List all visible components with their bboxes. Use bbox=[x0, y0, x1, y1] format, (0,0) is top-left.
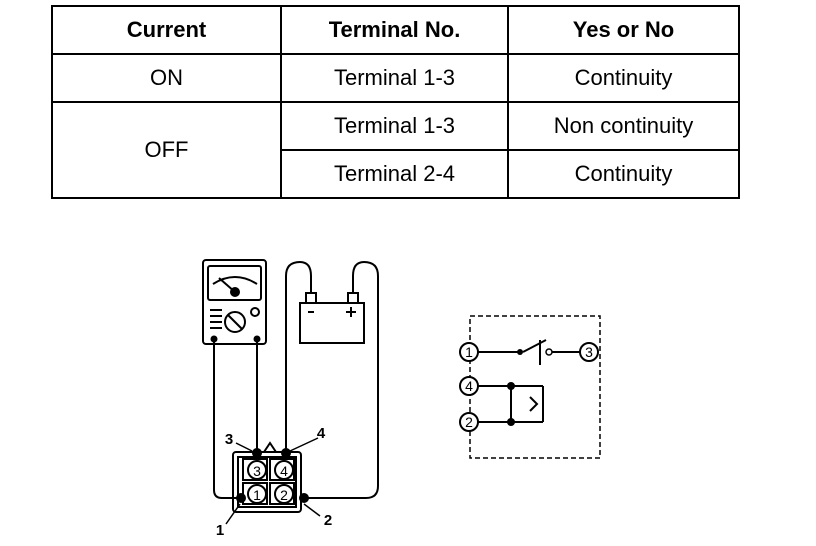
cell-current: OFF bbox=[51, 101, 282, 199]
table-row: OFF Terminal 1-3 Non continuity bbox=[51, 101, 740, 199]
switch-connector-icon bbox=[232, 441, 302, 513]
schematic-terminal-3-marker bbox=[579, 342, 599, 362]
schematic-terminal-4: 4 bbox=[465, 378, 473, 394]
connector-cell-1: 1 bbox=[253, 487, 261, 503]
cell-terminal: Terminal 1-3 bbox=[280, 53, 509, 103]
callout-terminal-2: 2 bbox=[324, 512, 332, 529]
cell-result: Non continuity bbox=[507, 101, 740, 151]
header-current: Current bbox=[51, 5, 282, 55]
cell-terminal: Terminal 2-4 bbox=[280, 149, 509, 199]
switch-schematic bbox=[459, 315, 601, 459]
schematic-terminal-4-marker bbox=[459, 376, 479, 396]
schematic-terminal-1-marker bbox=[459, 342, 479, 362]
cell-terminal: Terminal 1-3 bbox=[280, 101, 509, 151]
battery-icon bbox=[299, 292, 365, 344]
table-row: ON Terminal 1-3 Continuity bbox=[51, 53, 740, 103]
cell-result: Continuity bbox=[507, 53, 740, 103]
schematic-terminal-1: 1 bbox=[465, 344, 473, 360]
ohmmeter-icon bbox=[202, 259, 267, 345]
connector-cell-4: 4 bbox=[280, 463, 288, 479]
wiring-leads bbox=[213, 260, 379, 499]
table-row: Terminal 2-4 Continuity bbox=[52, 149, 740, 199]
callout-terminal-4: 4 bbox=[317, 425, 326, 442]
callout-leaders bbox=[225, 437, 321, 525]
header-terminal-no: Terminal No. bbox=[280, 5, 509, 55]
callout-terminal-1: 1 bbox=[216, 522, 224, 539]
callout-terminal-3: 3 bbox=[225, 431, 233, 448]
schematic-terminal-2: 2 bbox=[465, 414, 473, 430]
continuity-table: Current Terminal No. Yes or No ON Termin… bbox=[51, 5, 740, 199]
header-yes-or-no: Yes or No bbox=[507, 5, 740, 55]
connector-cell-3: 3 bbox=[253, 463, 261, 479]
schematic-terminal-3: 3 bbox=[585, 344, 593, 360]
connector-cell-2: 2 bbox=[280, 487, 288, 503]
table-header-row: Current Terminal No. Yes or No bbox=[51, 5, 740, 55]
cell-result: Continuity bbox=[507, 149, 740, 199]
probe-contacts bbox=[236, 448, 309, 503]
cell-current: ON bbox=[51, 53, 282, 103]
test-diagram: 3 4 1 2 3 4 1 2 bbox=[202, 259, 601, 539]
schematic-terminal-2-marker bbox=[459, 412, 479, 432]
